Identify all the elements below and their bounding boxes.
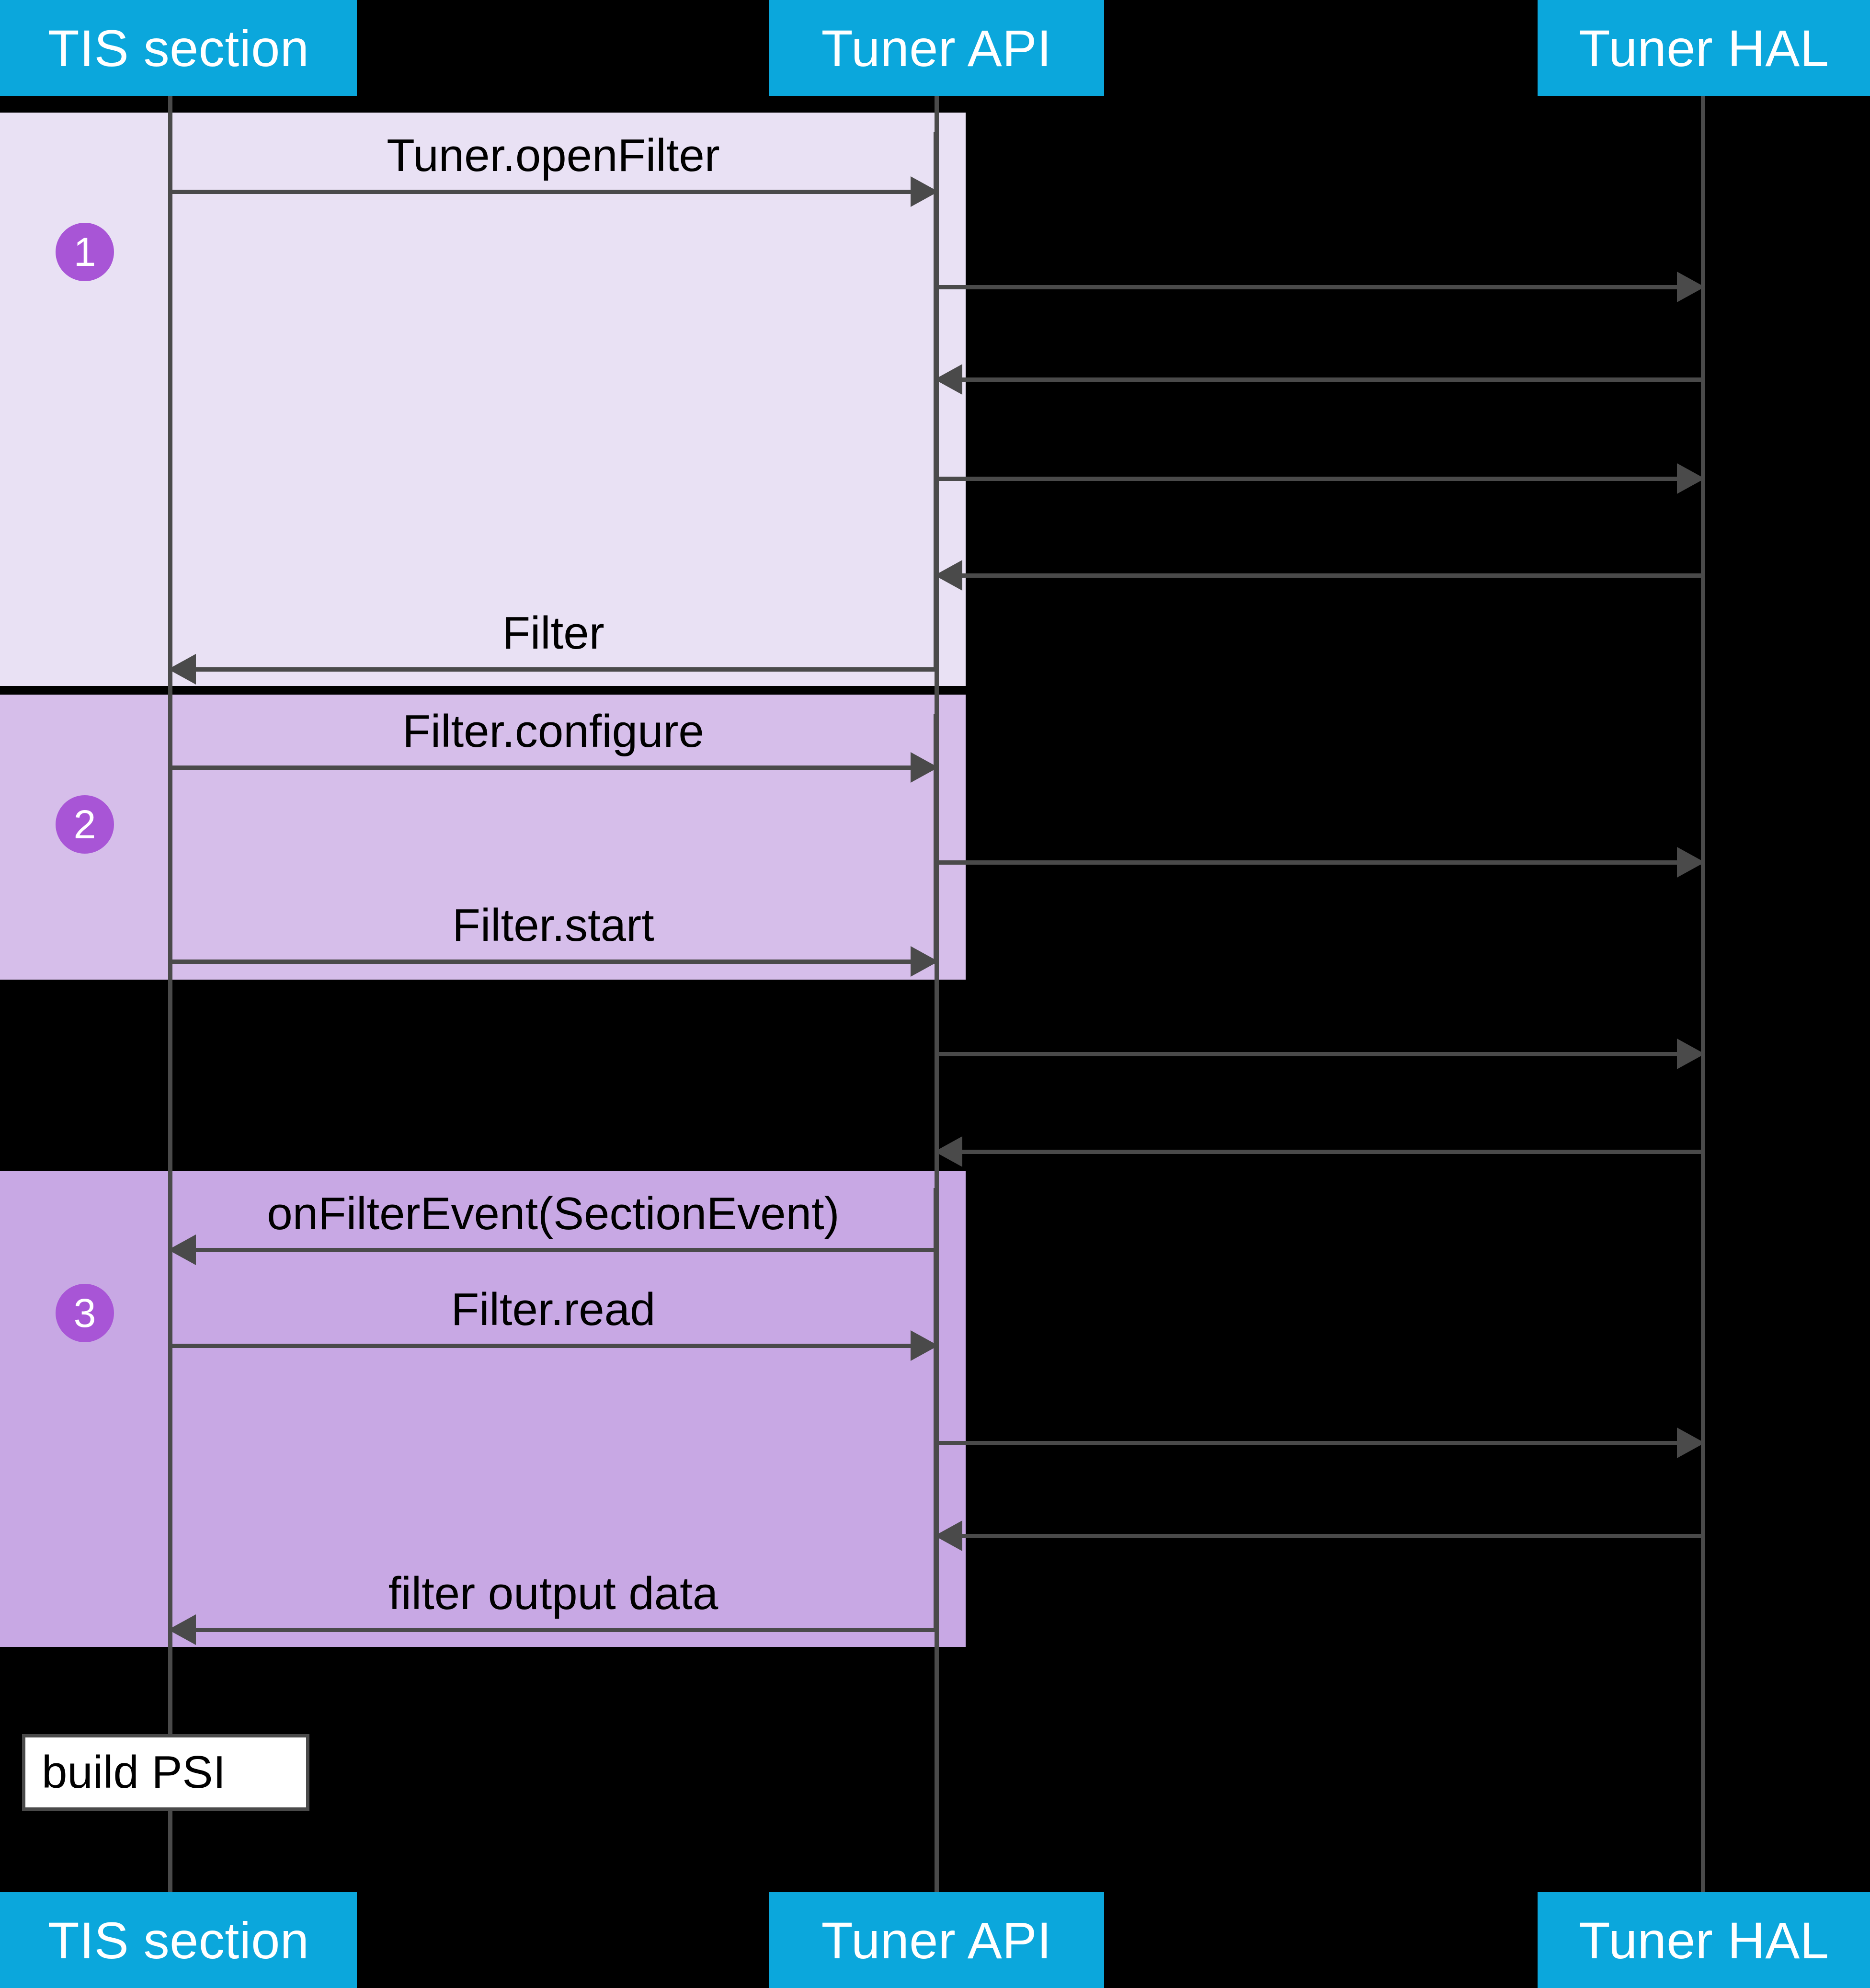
message-line-2 xyxy=(936,285,1703,289)
participant-label-api: Tuner API xyxy=(821,19,1052,77)
message-label-12: onFilterEvent(SectionEvent) xyxy=(267,1188,840,1239)
arrowhead-left-16 xyxy=(168,1614,196,1645)
arrowhead-left-6 xyxy=(168,654,196,685)
participant-label-tis: TIS section xyxy=(47,19,309,77)
message-line-12 xyxy=(170,1248,936,1252)
message-line-6 xyxy=(170,667,936,672)
lifeline-tis xyxy=(168,96,172,1897)
arrowhead-right-8 xyxy=(1677,847,1705,878)
message-line-13 xyxy=(170,1344,936,1348)
message-line-1 xyxy=(170,190,936,194)
participant-footer-tis: TIS section xyxy=(0,1892,357,1988)
arrowhead-right-9 xyxy=(911,946,938,977)
arrowhead-right-4 xyxy=(1677,463,1705,494)
note-build-psi: build PSI xyxy=(22,1734,309,1811)
message-label-13: Filter.read xyxy=(451,1284,656,1335)
arrowhead-left-15 xyxy=(935,1520,962,1551)
message-line-10 xyxy=(936,1052,1703,1056)
lifeline-hal xyxy=(1701,96,1705,1897)
step-badge-2: 2 xyxy=(56,795,114,854)
step-badge-3-label: 3 xyxy=(73,1290,96,1336)
arrowhead-right-7 xyxy=(911,752,938,783)
message-line-14 xyxy=(936,1441,1703,1445)
arrowhead-left-5 xyxy=(935,560,962,591)
message-line-11 xyxy=(936,1150,1703,1154)
message-label-6: Filter xyxy=(502,607,604,659)
step-badge-2-label: 2 xyxy=(73,801,96,847)
arrowhead-left-3 xyxy=(935,364,962,395)
message-line-4 xyxy=(936,477,1703,481)
message-line-7 xyxy=(170,765,936,770)
activation-tis-1 xyxy=(168,132,936,668)
note-build-psi-label: build PSI xyxy=(42,1747,226,1798)
arrowhead-left-12 xyxy=(168,1234,196,1265)
arrowhead-right-2 xyxy=(1677,272,1705,302)
step-badge-3: 3 xyxy=(56,1284,114,1342)
message-label-1: Tuner.openFilter xyxy=(387,130,720,181)
arrowhead-left-11 xyxy=(935,1136,962,1167)
message-label-9: Filter.start xyxy=(452,900,654,951)
message-line-15 xyxy=(936,1534,1703,1538)
message-line-16 xyxy=(170,1628,936,1632)
arrowhead-right-13 xyxy=(911,1330,938,1361)
activation-tis-3 xyxy=(168,1188,936,1629)
arrowhead-right-1 xyxy=(911,176,938,207)
lifeline-api xyxy=(935,96,939,1897)
message-line-3 xyxy=(936,377,1703,382)
participant-footer-api: Tuner API xyxy=(769,1892,1104,1988)
message-line-8 xyxy=(936,860,1703,865)
activation-tis-2 xyxy=(168,714,936,963)
participant-header-tis: TIS section xyxy=(0,0,357,96)
step-badge-1: 1 xyxy=(56,223,114,281)
step-band-1 xyxy=(0,113,966,686)
step-band-2 xyxy=(0,695,966,980)
participant-label-hal: Tuner HAL xyxy=(1578,19,1829,77)
participant-header-hal: Tuner HAL xyxy=(1538,0,1870,96)
participant-footer-label-tis: TIS section xyxy=(47,1911,309,1969)
message-label-16: filter output data xyxy=(388,1568,718,1619)
arrowhead-right-14 xyxy=(1677,1428,1705,1458)
message-label-7: Filter.configure xyxy=(402,706,704,757)
participant-footer-label-hal: Tuner HAL xyxy=(1578,1911,1829,1969)
step-badge-1-label: 1 xyxy=(73,229,96,274)
participant-header-api: Tuner API xyxy=(769,0,1104,96)
participant-footer-label-api: Tuner API xyxy=(821,1911,1052,1969)
message-line-5 xyxy=(936,573,1703,578)
participant-footer-hal: Tuner HAL xyxy=(1538,1892,1870,1988)
arrowhead-right-10 xyxy=(1677,1039,1705,1069)
message-line-9 xyxy=(170,960,936,964)
